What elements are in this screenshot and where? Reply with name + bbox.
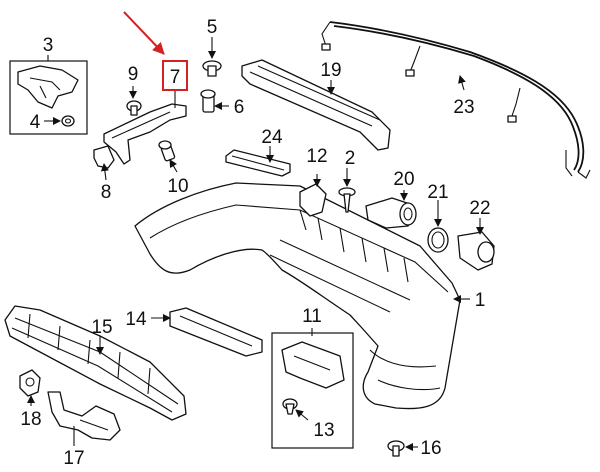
callout-9: 9 bbox=[128, 64, 139, 85]
reinforcement-beam-part-15 bbox=[4, 305, 187, 421]
callout-10: 10 bbox=[167, 176, 188, 197]
callout-3: 3 bbox=[43, 35, 54, 56]
callout-16: 16 bbox=[420, 438, 441, 459]
bracket-arm-part-7 bbox=[103, 103, 187, 165]
retainer-ring-part-21 bbox=[427, 227, 449, 253]
callout-19: 19 bbox=[320, 60, 341, 81]
callout-6: 6 bbox=[234, 97, 245, 118]
callout-4: 4 bbox=[30, 112, 41, 133]
bracket-part-3 bbox=[17, 65, 79, 109]
highlight-box bbox=[162, 60, 188, 91]
bracket-part-11 bbox=[281, 341, 345, 389]
bumper-absorber bbox=[241, 59, 391, 151]
callout-22: 22 bbox=[469, 198, 490, 219]
callout-5: 5 bbox=[207, 17, 218, 38]
callout-18: 18 bbox=[20, 409, 41, 430]
clip-part-13 bbox=[282, 398, 298, 415]
callout-21: 21 bbox=[427, 182, 448, 203]
clip-part-18 bbox=[19, 369, 41, 397]
bracket-part-17 bbox=[47, 391, 121, 441]
leader-lines bbox=[27, 37, 484, 451]
clip-part-4 bbox=[61, 115, 75, 127]
callout-7: 7 bbox=[170, 67, 181, 88]
screw-part-2 bbox=[338, 187, 356, 213]
sensor-bezel-part-22 bbox=[457, 231, 495, 271]
callout-17: 17 bbox=[63, 448, 84, 469]
callout-15: 15 bbox=[91, 317, 112, 338]
callout-labels: 3 4 5 6 7 8 9 10 11 12 13 14 15 16 17 18… bbox=[20, 17, 490, 469]
callout-24: 24 bbox=[261, 127, 283, 148]
callout-23: 23 bbox=[453, 97, 474, 118]
callout-11: 11 bbox=[302, 306, 322, 327]
sensor-part-20 bbox=[365, 197, 417, 229]
bolt-part-6 bbox=[200, 89, 216, 113]
wiring-harness bbox=[321, 21, 591, 179]
highlight-arrow bbox=[123, 11, 165, 55]
bolt-part-10 bbox=[158, 140, 176, 162]
callout-20: 20 bbox=[393, 169, 414, 190]
callout-12: 12 bbox=[306, 146, 327, 167]
screw-part-9 bbox=[126, 100, 142, 116]
callout-8: 8 bbox=[101, 182, 112, 203]
callout-1: 1 bbox=[475, 290, 486, 311]
bracket-part-14 bbox=[169, 307, 263, 357]
bolt-part-16 bbox=[387, 440, 405, 457]
reflector-part-24 bbox=[225, 149, 291, 177]
push-pin-part-5 bbox=[202, 60, 222, 77]
callout-14: 14 bbox=[125, 309, 147, 330]
bumper-cover bbox=[134, 182, 461, 410]
callout-2: 2 bbox=[345, 148, 356, 169]
callout-13: 13 bbox=[313, 420, 334, 441]
